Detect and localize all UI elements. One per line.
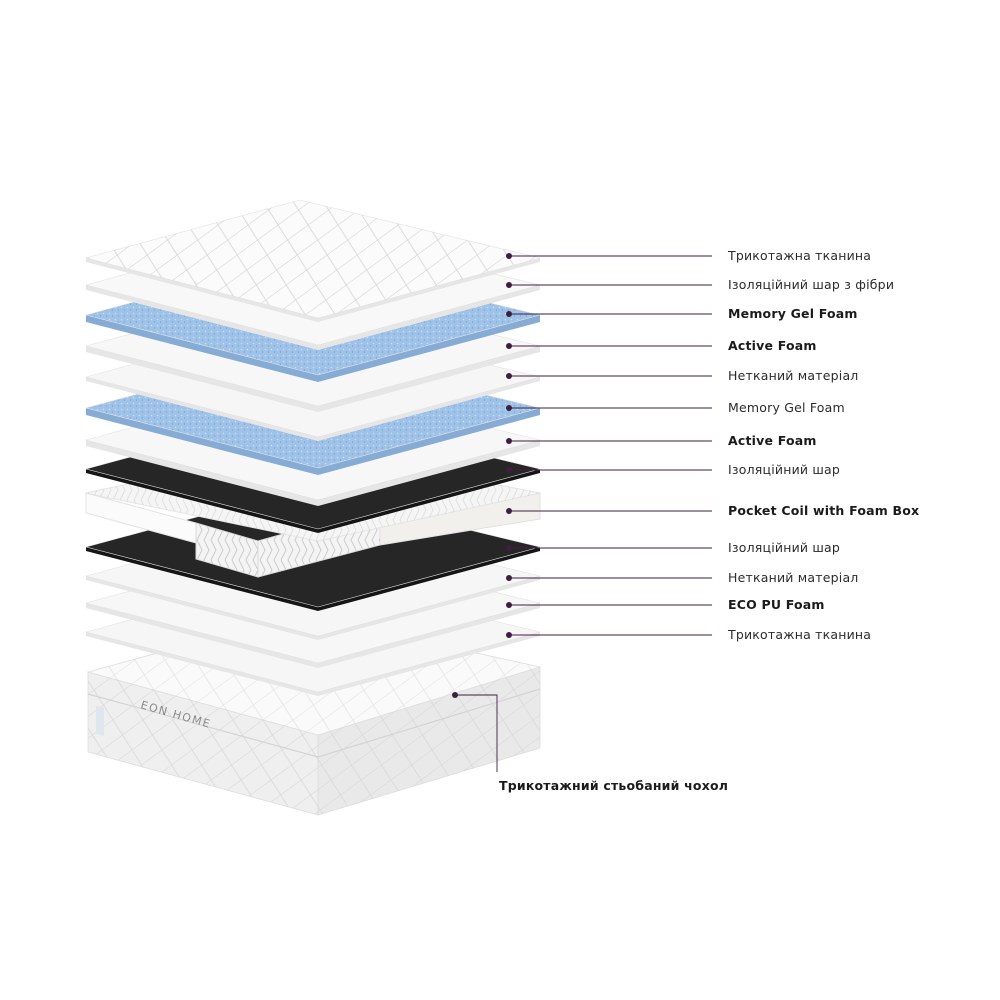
callout-label: Трикотажна тканина: [727, 248, 871, 263]
leader-line: [455, 694, 498, 772]
cover-piping: [87, 688, 541, 758]
callout-active-foam-1: Active Foam: [506, 338, 817, 353]
leader-dot: [452, 692, 458, 698]
callout-label: Трикотажна тканина: [727, 627, 871, 642]
leader-dot: [506, 343, 512, 349]
knit-fabric-top-layer-quilting: [86, 200, 540, 318]
leader-dot: [506, 438, 512, 444]
leader-dot: [506, 545, 512, 551]
callout-label: Memory Gel Foam: [728, 306, 858, 321]
callout-label: Memory Gel Foam: [728, 400, 845, 415]
leader-dot: [506, 632, 512, 638]
callout-memory-gel-foam-1: Memory Gel Foam: [506, 306, 858, 321]
callout-knit-fabric-bottom: Трикотажна тканина: [506, 627, 871, 642]
callout-nonwoven-2: Нетканий матеріал: [506, 570, 859, 585]
callout-label: Active Foam: [728, 433, 817, 448]
cover-callout-label: Трикотажний стьобаний чохол: [499, 778, 728, 793]
callout-knit-fabric-top: Трикотажна тканина: [506, 248, 871, 263]
cover-quilting-right: [318, 667, 540, 815]
callout-memory-gel-foam-2: Memory Gel Foam: [506, 400, 845, 415]
layer-stack: EON HOME: [84, 199, 542, 816]
callout-nonwoven-1: Нетканий матеріал: [506, 368, 859, 383]
leader-dot: [506, 467, 512, 473]
callout-label: ECO PU Foam: [728, 597, 825, 612]
leader-dot: [506, 602, 512, 608]
callout-label: Нетканий матеріал: [728, 570, 859, 585]
callout-insulation-2: Ізоляційний шар: [506, 540, 840, 555]
leader-dot: [506, 282, 512, 288]
callout-quilted-cover: Трикотажний стьобаний чохол: [452, 692, 728, 793]
callout-fiber-insulation: Ізоляційний шар з фібри: [506, 277, 894, 292]
leader-dot: [506, 508, 512, 514]
leader-dot: [506, 405, 512, 411]
callout-label: Нетканий матеріал: [728, 368, 859, 383]
callout-label: Ізоляційний шар: [728, 540, 840, 555]
leader-dot: [506, 311, 512, 317]
callout-label: Pocket Coil with Foam Box: [728, 503, 919, 518]
callout-eco-pu-foam: ECO PU Foam: [506, 597, 825, 612]
callout-label: Active Foam: [728, 338, 817, 353]
leader-dot: [506, 253, 512, 259]
callout-pocket-coil: Pocket Coil with Foam Box: [506, 503, 919, 518]
callout-label: Ізоляційний шар з фібри: [728, 277, 894, 292]
knit-fabric-top-layer: [84, 199, 541, 322]
cover-tag: [96, 705, 104, 736]
leader-dot: [506, 373, 512, 379]
callout-label: Ізоляційний шар: [728, 462, 840, 477]
leader-dot: [506, 575, 512, 581]
cover-quilting-front: [88, 672, 318, 815]
callout-insulation-1: Ізоляційний шар: [506, 462, 840, 477]
callout-active-foam-2: Active Foam: [506, 433, 817, 448]
